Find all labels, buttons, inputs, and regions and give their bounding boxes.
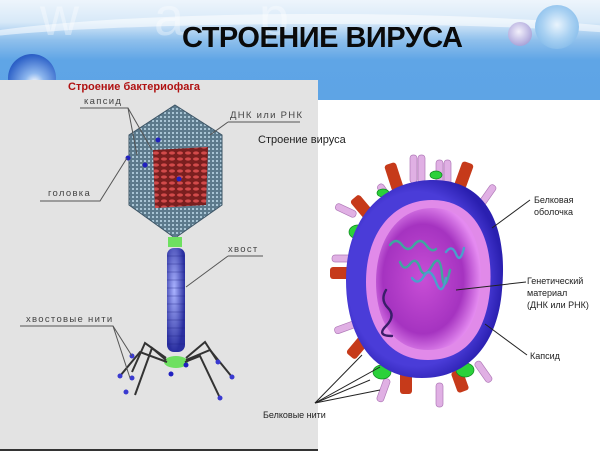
virus-particle bbox=[330, 154, 504, 408]
phage-collar bbox=[168, 237, 182, 247]
virus-title: Строение вируса bbox=[258, 134, 346, 146]
label-tail: хвост bbox=[228, 244, 259, 255]
label-capsid: капсид bbox=[84, 96, 123, 107]
phage-tail bbox=[164, 248, 189, 377]
label-tail-fibers: хвостовые нити bbox=[26, 314, 114, 325]
watermark: w a p bbox=[40, 0, 320, 47]
phage-head bbox=[125, 104, 223, 239]
slide-title: СТРОЕНИЕ ВИРУСА bbox=[182, 22, 463, 54]
label-genetic-material: Генетический материал (ДНК или РНК) bbox=[527, 276, 589, 310]
label-virus-capsid: Капсид bbox=[530, 351, 560, 361]
label-protein-fibers: Белковые нити bbox=[263, 410, 326, 420]
decor-sphere-large bbox=[535, 5, 579, 49]
label-head: головка bbox=[48, 188, 92, 199]
bacteriophage-title: Строение бактериофага bbox=[68, 81, 201, 93]
label-dna-rna: ДНК или РНК bbox=[230, 110, 304, 121]
label-protein-coat: Белковая оболочка bbox=[534, 195, 574, 217]
header-swoosh bbox=[0, 14, 600, 84]
decor-sphere-small bbox=[508, 22, 532, 46]
